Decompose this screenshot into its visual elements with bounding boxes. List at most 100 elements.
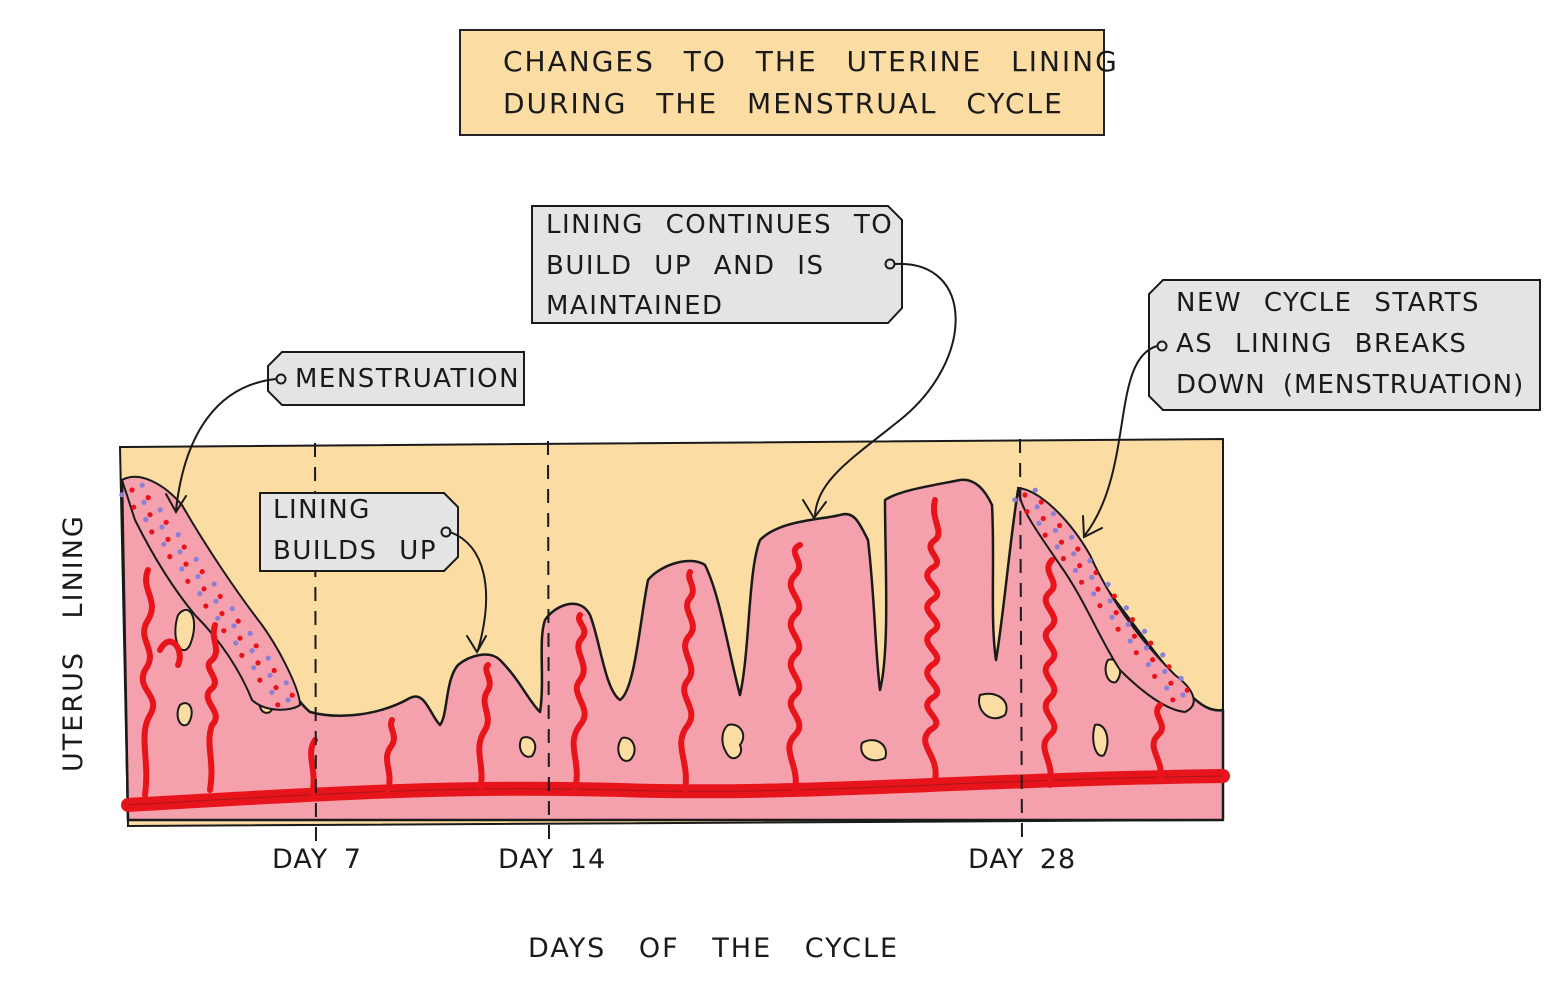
shed-cell-dot [141,499,147,505]
shed-cell-dot [251,665,257,671]
title-line-2: DURING THE MENSTRUAL CYCLE [503,87,1064,120]
shed-cell-dot [1089,574,1095,581]
shed-cell-dot [181,544,187,550]
shed-cell-dot [219,610,225,617]
shed-cell-dot [271,667,277,674]
shed-cell-dot [1087,558,1093,564]
tag-new-cycle [1148,279,1541,411]
spiral-artery [204,622,220,793]
arrow-menstruation [175,378,277,511]
spiral-artery [786,542,803,793]
arrow-head [466,635,487,654]
callout-builds-up-line-1: LINING [273,495,371,525]
day-28-marker [1019,438,1023,843]
shed-cell-dot [211,581,217,587]
callout-menstruation: MENSTRUATION [295,364,521,394]
shed-cell-dot [165,536,171,543]
shed-cell-dot [1133,650,1139,656]
connector-arrows [165,262,1158,654]
shed-cell-dot [1111,593,1117,599]
shed-cell-dot [1034,504,1040,510]
shed-cell-dot [273,685,279,691]
spiral-artery [139,567,157,798]
shed-cell-dot [1162,668,1168,675]
shed-cell-dot [1071,551,1077,557]
shed-cell-dot [1143,645,1150,651]
shed-cell-dot [175,532,181,538]
arrow-builds-up [449,531,488,651]
arrow-head [802,499,827,520]
shed-cell-dot [1072,567,1079,574]
shed-cell-dot [1129,617,1136,623]
day-markers [314,438,1023,843]
day-28-label: DAY 28 [968,844,1077,875]
spiral-artery [384,717,397,793]
day-7-marker [314,442,317,843]
shed-cell-dot [235,618,241,624]
shed-cell-dot [233,640,239,646]
day-7-label: DAY 7 [272,844,362,875]
tag-continues [531,205,903,324]
spiral-artery [476,662,493,793]
x-axis-label: DAYS OF THE CYCLE [528,933,900,964]
shed-cell-dot [1152,673,1158,679]
shed-cell-dot [1093,570,1099,576]
shed-cell-dot [183,561,189,567]
gland [174,608,195,652]
shed-cell-dot [1168,680,1174,686]
spiral-artery [678,569,696,793]
shed-cell-dot [185,578,191,584]
shed-cell-dot [253,643,259,649]
shed-cell-dot [217,593,223,600]
shed-cell-dot [1160,652,1166,658]
shed-cell-dot [167,554,173,560]
shed-cell-dot [1075,546,1081,552]
gland [1092,723,1109,757]
shed-cell-dot [1142,628,1148,635]
shed-cell-dot [221,628,227,634]
lining-glands [174,608,1122,762]
shed-cell-dot [1166,664,1172,670]
spiral-artery [922,497,942,783]
gland [860,739,887,762]
shed-cell-dot [1145,661,1151,668]
spiral-artery [570,612,588,793]
shed-cell-dot [239,652,245,659]
shed-cell-dot [237,635,243,641]
shed-cell-dot [143,516,149,523]
shed-cell-dot [177,549,183,555]
shed-cell-dot [231,623,237,629]
shed-cell-dot [1095,586,1101,592]
shed-cell-dot [1060,556,1066,562]
shed-cell-dot [1148,640,1154,646]
shedding-dots [119,482,1190,708]
shed-cell-dot [1079,579,1085,585]
shed-cell-dot [1054,544,1060,550]
callout-new-cycle-line-2: AS LINING BREAKS [1176,329,1468,359]
shed-cell-dot [1127,638,1133,644]
shed-cell-dot [1113,610,1119,616]
shed-cell-dot [1077,563,1083,569]
shed-cell-dot [1042,532,1048,538]
callout-new-cycle-line-3: DOWN (MENSTRUATION) [1176,370,1525,400]
shed-cell-dot [229,606,235,612]
shed-cell-dot [1024,509,1030,515]
shed-cell-dot [1012,497,1018,503]
gland [176,702,193,727]
shed-cell-dot [249,648,255,654]
tag-builds-up [259,492,459,572]
shed-cell-dot [197,591,203,597]
shed-cell-dot [1105,581,1111,587]
shed-cell-dot [1164,685,1170,691]
shed-cell-dot [1150,657,1156,663]
shed-cell-dot [1052,527,1058,533]
shed-cell-dot [1107,598,1113,604]
spiral-arteries [139,497,1165,798]
shed-cell-dot [265,655,271,661]
shed-cell-dot [1115,626,1121,632]
shed-cell-dot [1032,487,1038,493]
shed-cell-dot [1125,621,1131,628]
shed-cell-dot [179,566,185,572]
gland [978,692,1008,720]
gland [721,723,745,760]
